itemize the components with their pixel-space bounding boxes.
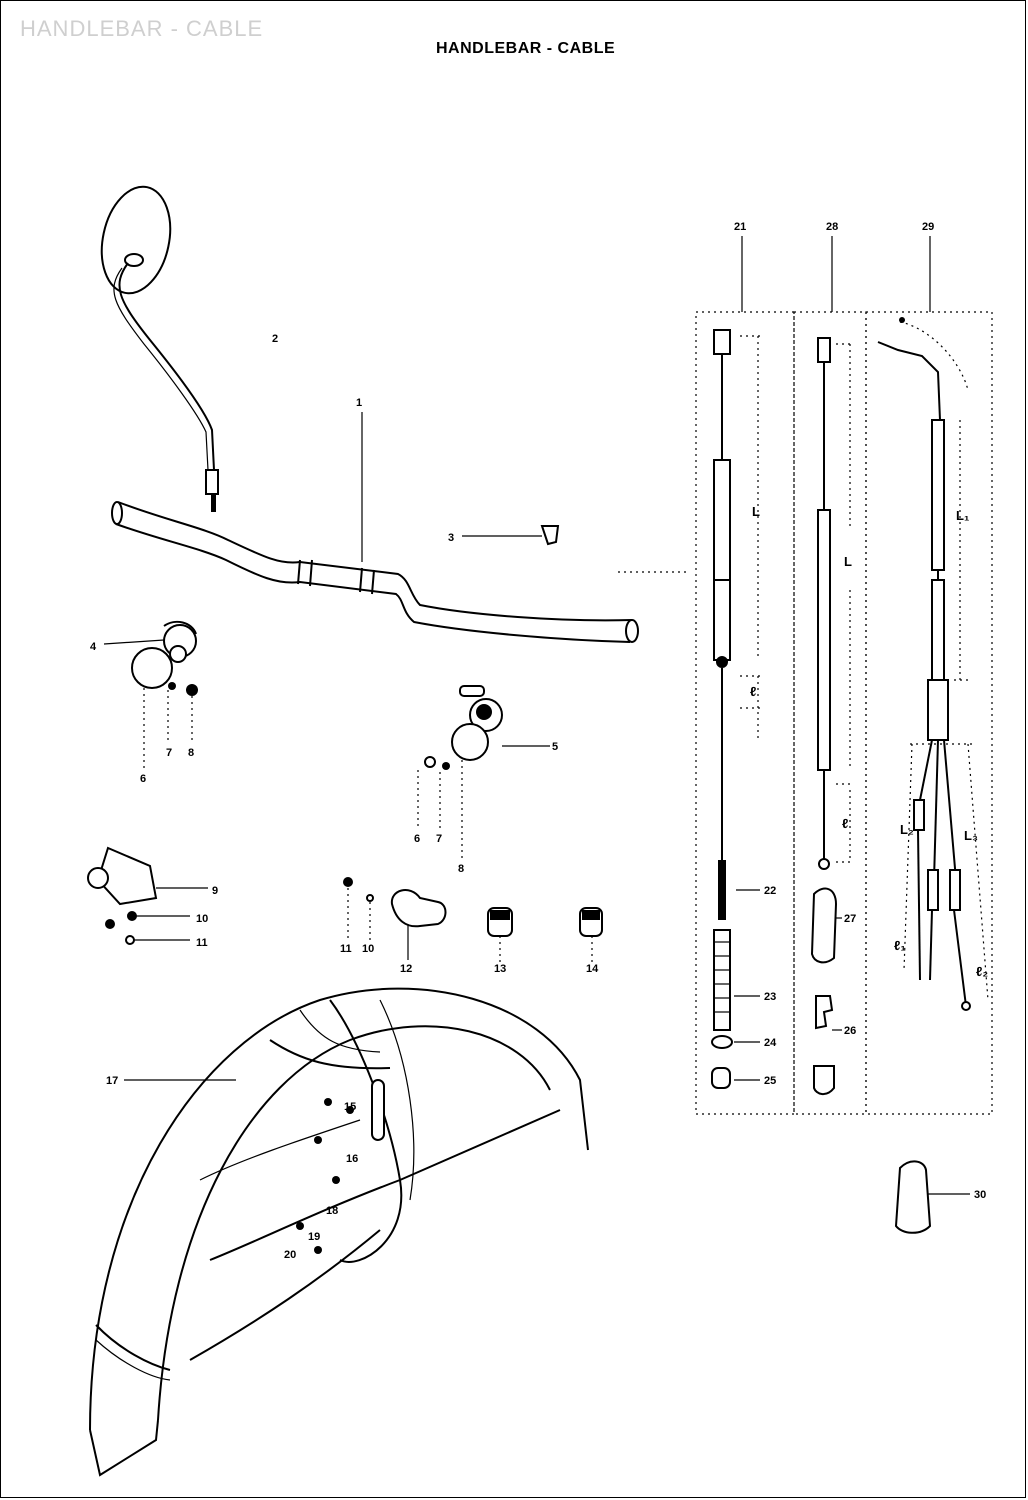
mirror-stem-edge — [113, 267, 209, 471]
mirror-thread — [205, 469, 219, 495]
handlebar-part — [111, 412, 639, 643]
mirror-part — [100, 185, 219, 512]
callout-8a: 8 — [188, 747, 194, 759]
callout-26: 26 — [844, 1025, 856, 1037]
dimension-labels: L ℓ L ℓ L₁ L₂ L₃ ℓ₁ ℓ₂ — [750, 504, 988, 979]
lever-holder-left — [103, 620, 198, 770]
box-28 — [793, 311, 867, 1115]
callout-labels: 1 2 3 4 5 6 7 8 6 7 8 9 10 11 11 10 12 1… — [90, 221, 986, 1261]
dim-l-21: ℓ — [750, 684, 756, 699]
callout-18: 18 — [326, 1205, 338, 1217]
part-30-grip — [894, 1160, 970, 1234]
dim-l2-29: ℓ₂ — [976, 964, 988, 979]
callout-24: 24 — [764, 1037, 777, 1049]
callout-6a: 6 — [140, 773, 146, 785]
callout-10a: 10 — [196, 913, 208, 925]
mirror-stem — [118, 262, 215, 471]
callout-9: 9 — [212, 885, 218, 897]
dim-L1-29: L₁ — [956, 508, 969, 523]
dim-l1-29: ℓ₁ — [894, 938, 906, 953]
dim-L-21: L — [752, 504, 760, 519]
cable-29 — [877, 317, 989, 1011]
dim-L2-29: L₂ — [900, 822, 914, 837]
dim-L3-29: L₃ — [964, 828, 978, 843]
lever-holder-right — [417, 685, 550, 860]
callout-15: 15 — [344, 1101, 356, 1113]
callout-29: 29 — [922, 221, 934, 233]
part-27-grip — [810, 887, 838, 964]
box-29 — [865, 311, 993, 1115]
page-title: HANDLEBAR - CABLE — [436, 40, 616, 57]
mirror-head — [100, 185, 172, 295]
callout-1: 1 — [356, 397, 362, 409]
ghost-title: HANDLEBAR - CABLE — [20, 16, 264, 41]
callout-20: 20 — [284, 1249, 296, 1261]
cable-boxes — [695, 236, 993, 1115]
callout-25: 25 — [764, 1075, 776, 1087]
box-21 — [695, 311, 795, 1115]
cable-clamp-and-clips — [343, 877, 603, 962]
callout-13: 13 — [494, 963, 506, 975]
callout-23: 23 — [764, 991, 776, 1003]
callout-14: 14 — [586, 963, 599, 975]
callout-16: 16 — [346, 1153, 358, 1165]
callout-7b: 7 — [436, 833, 442, 845]
callout-27: 27 — [844, 913, 856, 925]
part-3 — [462, 525, 560, 546]
mirror-bolt — [211, 494, 216, 512]
callout-3: 3 — [448, 532, 454, 544]
callout-10b: 10 — [362, 943, 374, 955]
handlebar-right-end — [625, 619, 639, 643]
mirror-pivot — [124, 253, 144, 267]
callout-5: 5 — [552, 741, 558, 753]
callout-6b: 6 — [414, 833, 420, 845]
callout-22: 22 — [764, 885, 776, 897]
front-fender — [89, 987, 589, 1477]
handlebar-top-edge — [117, 501, 633, 622]
callout-11b: 11 — [340, 943, 352, 955]
callout-7a: 7 — [166, 747, 172, 759]
callout-21: 21 — [734, 221, 746, 233]
callout-11a: 11 — [196, 937, 208, 949]
callout-2: 2 — [272, 333, 278, 345]
callout-17: 17 — [106, 1075, 118, 1087]
cable-28 — [810, 337, 852, 1095]
callout-4: 4 — [90, 641, 97, 653]
callout-28: 28 — [826, 221, 838, 233]
part-26 — [815, 995, 834, 1030]
callout-12: 12 — [400, 963, 412, 975]
handlebar-bottom-edge — [115, 523, 631, 643]
callout-30: 30 — [974, 1189, 986, 1201]
switch-assembly — [87, 846, 208, 945]
dim-L-28: L — [844, 554, 852, 569]
callout-8b: 8 — [458, 863, 464, 875]
callout-19: 19 — [308, 1231, 320, 1243]
handlebar-left-end — [111, 501, 123, 525]
dim-l-28: ℓ — [842, 816, 848, 831]
cable-21 — [711, 329, 760, 1089]
